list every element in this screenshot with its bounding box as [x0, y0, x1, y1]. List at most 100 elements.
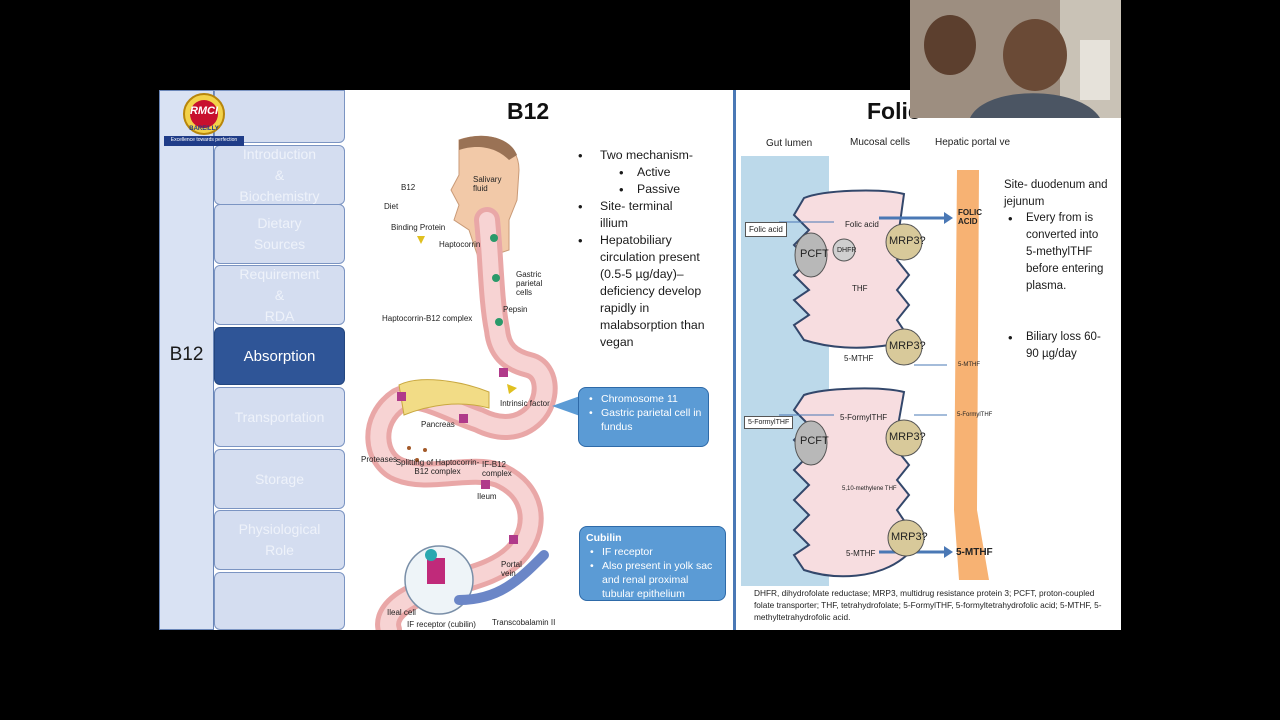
- label-proteases: Proteases: [361, 455, 398, 464]
- gi-tract-lumen: [370, 212, 553, 630]
- label-formylthf-small: 5-FormylTHF: [957, 412, 993, 418]
- callout-pointer: [552, 396, 580, 416]
- slide: B12 Introduction & Biochemistry Dietary …: [159, 90, 1121, 630]
- b12-bullet-site: •Site- terminal illium: [578, 199, 673, 230]
- arrow-head: [944, 546, 953, 558]
- logo-emblem-icon: [164, 93, 244, 146]
- label-ileal-cell: Ileal cell: [387, 608, 416, 617]
- mrp3-transporter-4: [887, 519, 925, 557]
- label-transcobalamin: Transcobalamin II: [492, 618, 556, 627]
- label-b12: B12: [401, 183, 416, 192]
- hair-shape: [459, 135, 517, 160]
- nav-item-dietary-sources[interactable]: Dietary Sources: [214, 204, 345, 264]
- nav-item-transportation[interactable]: Transportation: [214, 387, 345, 447]
- label-folic-acid-out: FOLIC ACID: [958, 208, 982, 226]
- b12-absorption-diagram: [365, 135, 558, 630]
- label-pcft-1: PCFT: [800, 248, 829, 260]
- folic-site-text: Site- duodenum and jejunum: [1004, 179, 1108, 208]
- hepatic-portal-vein-area: [954, 170, 989, 580]
- protease-dot: [415, 458, 419, 462]
- label-gastric-parietal-cells: Gastric parietal cells: [516, 270, 543, 297]
- b12-molecule-icon: [425, 549, 437, 561]
- label-mrp3-1: MRP3?: [889, 235, 926, 247]
- pcft-transporter-2: [794, 420, 828, 466]
- label-pcft-2: PCFT: [800, 435, 829, 447]
- section-divider: [733, 90, 736, 630]
- nav-item-physiological-role[interactable]: Physiological Role: [214, 510, 345, 570]
- callout-line-if-receptor: IF receptor: [586, 545, 719, 559]
- b12-triangle-icon: [417, 236, 425, 244]
- label-folic-acid-in: Folic acid: [745, 222, 787, 237]
- presenter-webcam: [910, 0, 1121, 118]
- nav-item-top-blank[interactable]: [214, 90, 345, 143]
- protease-dot: [423, 448, 427, 452]
- portal-vein-shape: [454, 550, 549, 605]
- mrp3-transporter-1: [885, 223, 923, 261]
- logo-text: RMCI: [189, 105, 219, 117]
- label-mrp3-3: MRP3?: [889, 431, 926, 443]
- label-if-complex: IF-B12 complex: [482, 460, 512, 478]
- folic-footnote: DHFR, dihydrofolate reductase; MRP3, mul…: [754, 588, 1102, 622]
- presenter-video: [910, 0, 1121, 118]
- dhfr-enzyme: [832, 238, 856, 262]
- label-mrp3-2: MRP3?: [889, 340, 926, 352]
- callout-cubilin: Cubilin IF receptor Also present in yolk…: [579, 526, 726, 601]
- mrp3-transporter-2: [885, 328, 923, 366]
- callout-line-chromosome: Chromosome 11: [585, 392, 702, 406]
- label-methylene-thf: 5,10-methylene THF: [842, 486, 897, 492]
- callout-line-yolk-sac: Also present in yolk sac and renal proxi…: [586, 559, 719, 601]
- nav-item-introduction[interactable]: Introduction & Biochemistry: [214, 145, 345, 205]
- nav-item-blank[interactable]: [214, 572, 345, 630]
- label-mthf-out: 5-MTHF: [956, 547, 993, 558]
- label-formylthf-in: 5-FormylTHF: [744, 416, 794, 429]
- label-binding-protein: Binding Protein: [391, 223, 446, 232]
- label-portal-vein: Portal vein: [501, 560, 522, 578]
- nav-item-absorption[interactable]: Absorption: [214, 327, 345, 385]
- logo-subtitle: BAREILLY: [189, 126, 219, 132]
- header-mucosal-cells: Mucosal cells: [850, 137, 911, 148]
- if-receptor-shape: [427, 558, 445, 584]
- nav-column: [159, 90, 214, 630]
- label-dhfr: DHFR: [837, 247, 857, 254]
- protease-dot: [407, 446, 411, 450]
- label-salivary-fluid: Salivary fluid: [473, 175, 502, 193]
- college-logo: RMCI BAREILLY Excellence towards perfect…: [162, 92, 246, 146]
- label-if-receptor: IF receptor (cubilin): [407, 620, 476, 629]
- pcft-transporter-1: [794, 232, 828, 278]
- logo-tagline: Excellence towards perfection: [170, 137, 238, 143]
- label-pepsin: Pepsin: [503, 305, 528, 314]
- label-splitting: Splitting of Haptocorrin-B12 complex: [395, 458, 480, 476]
- molecule-icon: [495, 318, 503, 326]
- b12-triangle-icon: [507, 384, 517, 394]
- label-mthf-1: 5-MTHF: [844, 354, 874, 363]
- arrow-head: [944, 212, 953, 224]
- label-formylthf-cell: 5-FormylTHF: [840, 413, 888, 422]
- if-molecule-icon: [397, 392, 406, 401]
- if-molecule-icon: [509, 535, 518, 544]
- label-haptocorrin-complex: Haptocorrin-B12 complex: [382, 314, 473, 323]
- mrp3-transporter-3: [885, 419, 923, 457]
- if-molecule-icon: [481, 480, 490, 489]
- nav-item-requirement[interactable]: Requirement & RDA: [214, 265, 345, 325]
- label-mrp3-4: MRP3?: [891, 531, 928, 543]
- if-molecule-icon: [459, 414, 468, 423]
- callout-cubilin-title: Cubilin: [586, 532, 622, 544]
- folic-bullet-biliary: •Biliary loss 60-90 µg/day: [1008, 330, 1101, 360]
- label-diet: Diet: [384, 202, 399, 211]
- pancreas-shape: [398, 379, 490, 416]
- label-mthf-small: 5-MTHF: [958, 362, 980, 368]
- label-folic-acid-cell: Folic acid: [845, 220, 879, 229]
- callout-line-gastric: Gastric parietal cell in fundus: [585, 406, 702, 434]
- b12-bullet-mechanism: •Two mechanism-: [578, 148, 693, 163]
- molecule-icon: [492, 274, 500, 282]
- folic-bullet-converted: •Every from is converted into 5-methylTH…: [1008, 211, 1104, 292]
- molecule-icon: [490, 234, 498, 242]
- label-pancreas: Pancreas: [421, 420, 455, 429]
- header-hepatic-portal: Hepatic portal ve: [935, 137, 1011, 148]
- label-thf: THF: [852, 284, 868, 293]
- callout-chromosome: Chromosome 11 Gastric parietal cell in f…: [578, 387, 709, 447]
- label-intrinsic-factor: Intrinsic factor: [500, 399, 550, 408]
- b12-title: B12: [507, 98, 550, 124]
- nav-item-storage[interactable]: Storage: [214, 449, 345, 509]
- b12-bullet-hepatobiliary: •Hepatobiliary circulation present (0.5-…: [578, 233, 705, 349]
